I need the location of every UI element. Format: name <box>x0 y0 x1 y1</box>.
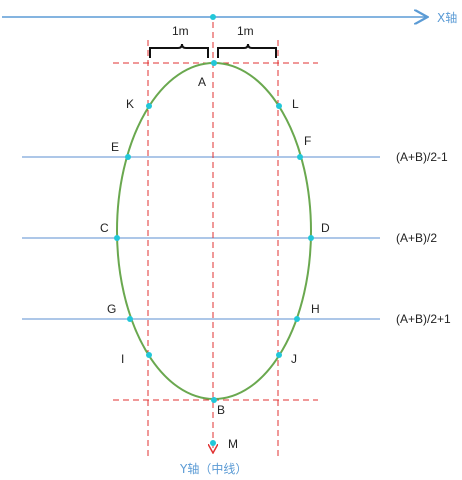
point-b <box>211 397 217 403</box>
level-label-middle: (A+B)/2 <box>396 231 437 245</box>
point-a <box>211 60 217 66</box>
point-f <box>297 154 303 160</box>
x-axis-label: X轴 <box>437 10 457 25</box>
point-d <box>308 235 314 241</box>
point-l <box>276 103 282 109</box>
right-dimension-label: 1m <box>237 24 254 38</box>
label-d: D <box>321 221 330 235</box>
point-g <box>127 316 133 322</box>
label-b: B <box>217 403 225 417</box>
label-k: K <box>126 97 134 111</box>
label-a: A <box>198 75 206 89</box>
label-f: F <box>304 134 311 148</box>
point-e <box>125 154 131 160</box>
label-c: C <box>100 221 109 235</box>
axis-origin-point <box>210 14 216 20</box>
label-e: E <box>111 140 119 154</box>
ellipse-outline <box>116 62 312 400</box>
point-m <box>210 440 216 446</box>
level-label-lower: (A+B)/2+1 <box>396 312 451 326</box>
right-dimension-brace <box>217 43 277 58</box>
label-l: L <box>292 97 299 111</box>
point-i <box>146 352 152 358</box>
label-j: J <box>291 352 297 366</box>
y-axis-label: Y轴（中线） <box>179 461 247 476</box>
point-k <box>146 103 152 109</box>
left-dimension-label: 1m <box>172 24 189 38</box>
point-c <box>114 235 120 241</box>
level-label-upper: (A+B)/2-1 <box>396 150 448 164</box>
label-h: H <box>311 302 320 316</box>
label-m: M <box>228 437 238 451</box>
label-i: I <box>121 352 124 366</box>
point-h <box>294 316 300 322</box>
left-dimension-brace <box>149 43 209 58</box>
label-g: G <box>107 302 116 316</box>
point-j <box>276 352 282 358</box>
